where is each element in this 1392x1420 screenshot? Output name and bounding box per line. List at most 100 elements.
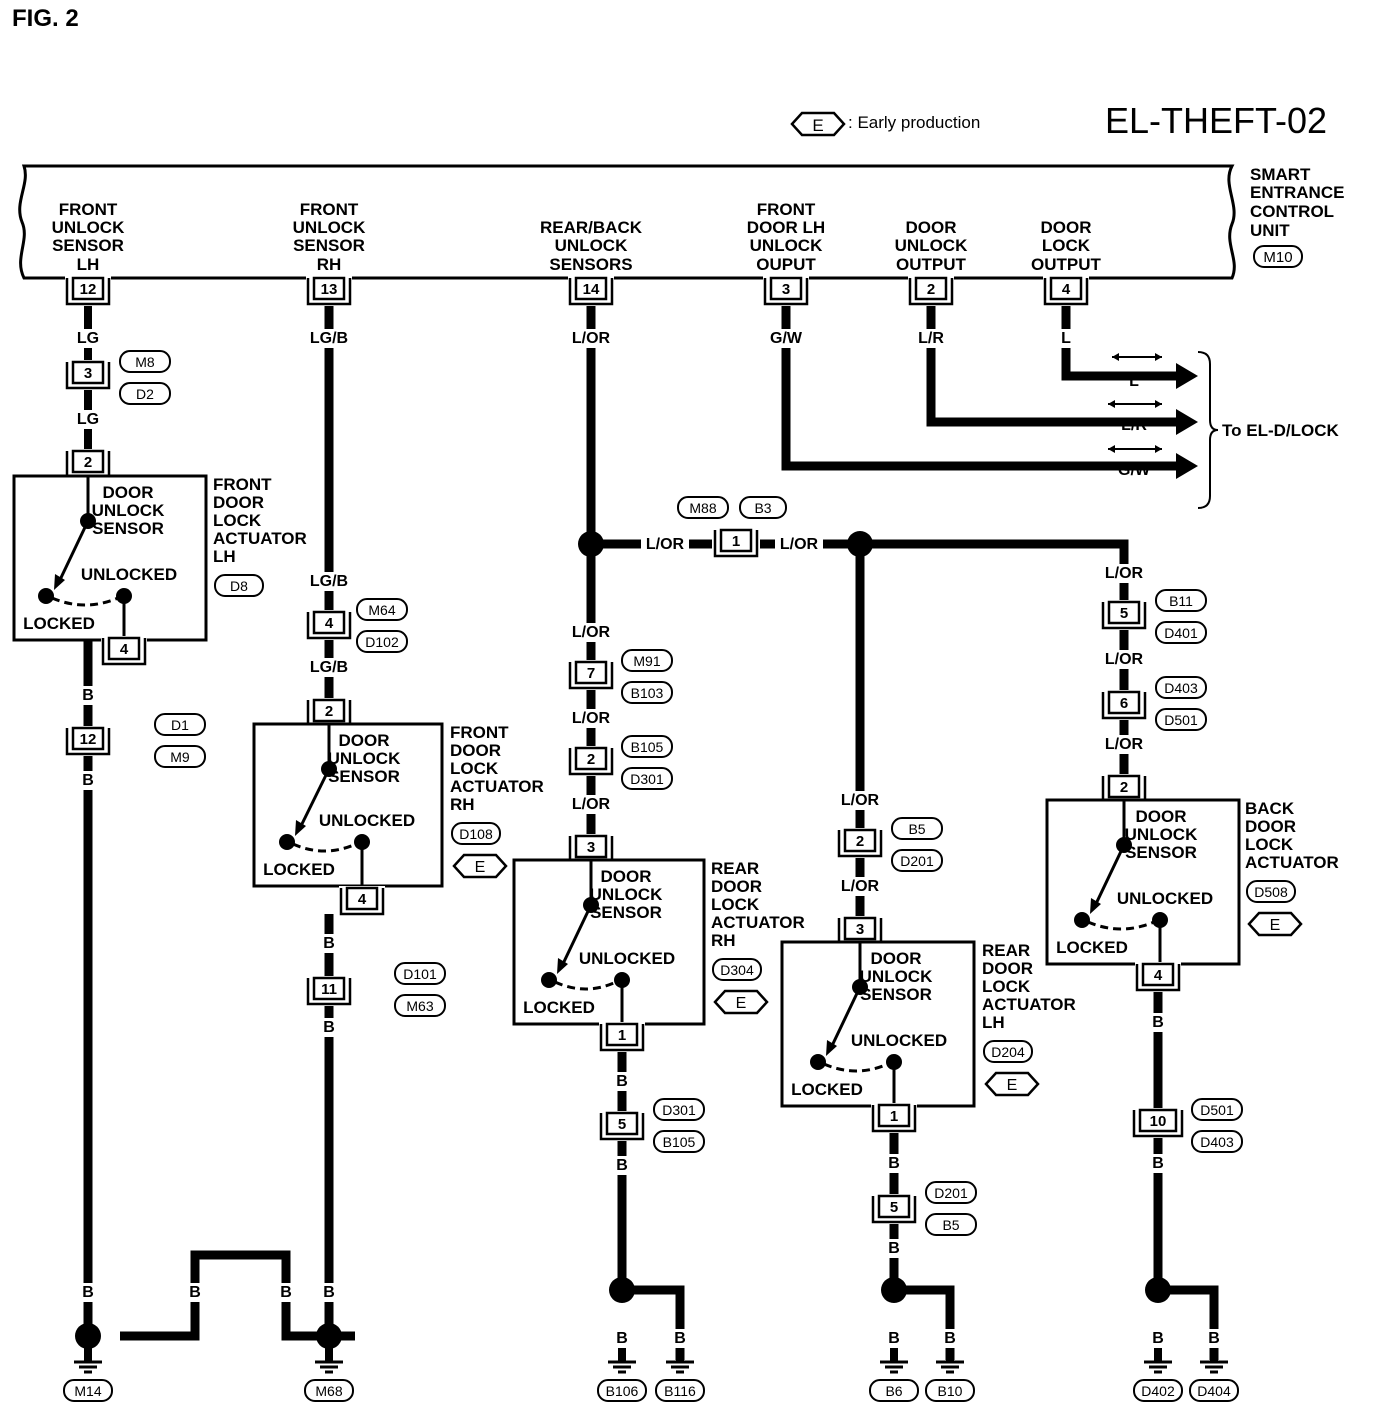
wire-color-label: LG: [77, 411, 99, 428]
switch-arrow: [295, 820, 306, 836]
terminal-label-line: UNLOCK: [555, 236, 628, 255]
connector-id-badge: [119, 382, 171, 405]
connector-housing: [65, 362, 111, 390]
connector-id-text: M68: [315, 1383, 342, 1399]
connector-pin-number: 12: [80, 731, 97, 748]
connector-pin-box: [574, 746, 608, 771]
connector-id-badge: [891, 817, 943, 840]
actuator-title-line: LOCK: [450, 759, 499, 778]
contact-dashed-link: [554, 980, 617, 991]
wire-label-bg: [870, 1239, 918, 1258]
wire-color-label: L/OR: [780, 536, 819, 553]
locked-label: LOCKED: [263, 860, 335, 879]
connector-pin-box: [843, 828, 877, 853]
ground-junction: [881, 1277, 907, 1303]
wire-label-bg: [907, 329, 955, 348]
contact-dashed-link: [292, 842, 357, 853]
connector-id-badge: [1155, 708, 1207, 731]
connector-id-text: D201: [900, 853, 934, 869]
connector-housing: [339, 888, 385, 916]
connector-pin-number: 3: [856, 921, 864, 938]
connector-pin-box: [312, 276, 346, 301]
terminal-label-line: OUTPUT: [896, 255, 967, 274]
connector-id-badge: [983, 1040, 1033, 1063]
connector-id-text: D1: [171, 717, 189, 733]
wire-color-label: B: [616, 1157, 628, 1174]
connector-id-text: B106: [606, 1383, 639, 1399]
wire-label-bg: [262, 1283, 310, 1302]
connector-housing: [871, 1196, 917, 1224]
connector-pin-box: [71, 276, 105, 301]
connector-id-badge: [154, 745, 206, 768]
arrow-head: [1176, 363, 1198, 389]
wire-l: [1061, 300, 1176, 381]
wire-label-bg: [1134, 1013, 1182, 1032]
wire-color-label: LG/B: [310, 573, 348, 590]
ground-branch: [622, 1285, 685, 1360]
connector-id-text: D201: [934, 1185, 968, 1201]
connector-housing: [1132, 1110, 1184, 1138]
connector-pin-number: 4: [325, 615, 334, 632]
terminal-label-line: FRONT: [757, 200, 816, 219]
wire-color-label: B: [1152, 1155, 1164, 1172]
connector-pin-number: 13: [321, 281, 338, 298]
unit-connector-text: M10: [1263, 249, 1292, 266]
locked-contact: [810, 1054, 826, 1070]
wire-label-bg: [1190, 1329, 1238, 1348]
connector-pin-box: [877, 1194, 911, 1219]
actuator-title-line: ACTUATOR: [1245, 853, 1339, 872]
locked-contact: [541, 972, 557, 988]
connector-id-text: D301: [662, 1102, 696, 1118]
connector-id-badge: [304, 1379, 354, 1402]
wire-color-label: LG/B: [310, 330, 348, 347]
connector-pin-box: [1049, 276, 1083, 301]
connector-pin-box: [769, 276, 803, 301]
actuator-title-line: DOOR: [982, 959, 1033, 978]
actuator-box: [1045, 798, 1241, 966]
wire-label-bg: [171, 1283, 219, 1302]
connector-housing: [568, 662, 614, 690]
connector-pin-box: [574, 276, 608, 301]
dlock-label: To EL-D/LOCK: [1222, 421, 1339, 440]
ground-junction: [609, 1277, 635, 1303]
connector-housing: [599, 1024, 645, 1052]
connector-id-badge: [394, 962, 446, 985]
connector-pin-number: 2: [587, 751, 595, 768]
connector-id-text: B11: [1169, 593, 1193, 609]
connector-pin-box: [1141, 962, 1175, 987]
connector-pin-box: [574, 660, 608, 685]
unlocked-label: UNLOCKED: [579, 949, 675, 968]
connector-id-badge: [1155, 589, 1207, 612]
wire-color-label: B: [616, 1073, 628, 1090]
connector-housing: [1101, 602, 1147, 630]
actuator-title-line: REAR: [711, 859, 759, 878]
direction-arrow-head: [1155, 445, 1162, 453]
connector-id-badge: [597, 1379, 647, 1402]
terminal-label-line: UNLOCK: [293, 218, 366, 237]
wire-label-bg: [762, 329, 810, 348]
wire-color-label: L/OR: [572, 330, 611, 347]
wire-color-label: L/OR: [841, 878, 880, 895]
connector-pin-number: 3: [84, 365, 92, 382]
switch-blade: [1092, 844, 1126, 909]
wire-color-label: B: [888, 1240, 900, 1257]
terminal-label-line: FRONT: [59, 200, 118, 219]
sensor-label-line: SENSOR: [860, 985, 932, 1004]
connector-id-text: D508: [1254, 884, 1288, 900]
connector-pin-number: 10: [1150, 1113, 1167, 1130]
wire-color-label: LG: [77, 330, 99, 347]
connector-id-badge: [356, 630, 408, 653]
unlocked-label: UNLOCKED: [1117, 889, 1213, 908]
connector-housing: [908, 278, 954, 306]
switch-arrow: [1090, 898, 1101, 914]
sensor-label-line: SENSOR: [590, 903, 662, 922]
connector-id-badge: [925, 1181, 977, 1204]
wire-color-label: L/OR: [1105, 651, 1144, 668]
control-unit-label: SMART ENTRANCE CONTROL UNIT M10: [1250, 165, 1344, 268]
connector-id-text: M64: [368, 602, 395, 618]
connector-pin-number: 2: [1120, 779, 1128, 796]
connector-pin-box: [345, 886, 379, 911]
wire-color-label: L: [1061, 330, 1071, 347]
locked-contact: [1074, 912, 1090, 928]
actuator-box: [780, 940, 976, 1108]
